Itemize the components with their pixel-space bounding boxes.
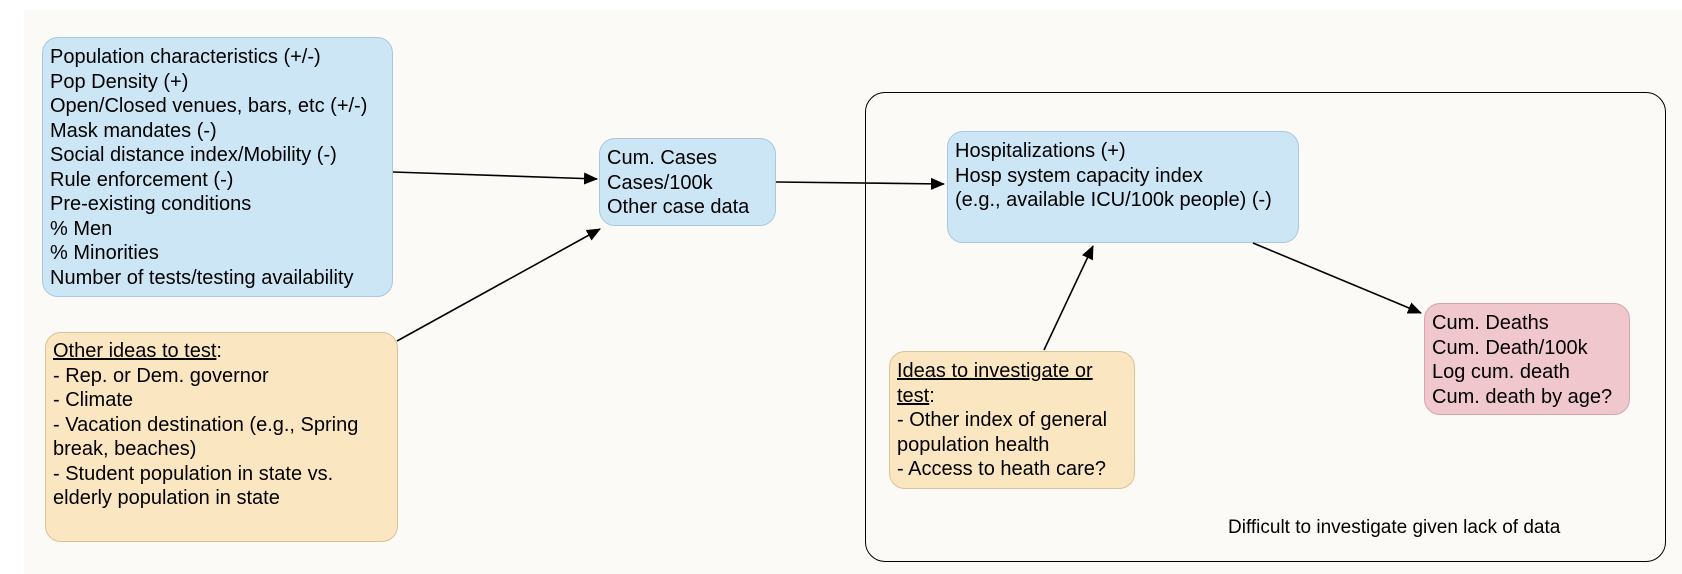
investigate-heading: test: bbox=[897, 384, 935, 407]
arrow-cases-to-hospitalizations bbox=[775, 177, 945, 190]
data-limited-region bbox=[865, 92, 1666, 562]
other-ideas-box: Other ideas to test: - Rep. or Dem. gove… bbox=[45, 332, 398, 542]
investigate-heading: Ideas to investigate or bbox=[897, 360, 1093, 382]
hosp-line: Hospitalizations (+) bbox=[955, 140, 1126, 162]
deaths-line: Cum. death by age? bbox=[1432, 385, 1613, 408]
arrow-ideas-to-cases bbox=[396, 228, 601, 342]
factor-line: % Men bbox=[50, 217, 113, 240]
factor-line: Pop Density (+) bbox=[50, 70, 189, 93]
investigate-line: - Access to heath care? bbox=[897, 458, 1107, 480]
factor-line: Rule enforcement (-) bbox=[50, 168, 234, 191]
deaths-box: Cum. Deaths Cum. Death/100k Log cum. dea… bbox=[1424, 303, 1630, 415]
idea-line: elderly population in state bbox=[53, 487, 280, 509]
factor-line: Mask mandates (-) bbox=[50, 119, 217, 142]
factor-line: Number of tests/testing availability bbox=[50, 266, 354, 289]
arrow-investigate-to-hospitalizations bbox=[1043, 245, 1094, 351]
idea-line: - Vacation destination (e.g., Spring bbox=[53, 413, 359, 436]
cases-box: Cum. Cases Cases/100k Other case data bbox=[599, 138, 776, 226]
factor-line: Population characteristics (+/-) bbox=[50, 46, 321, 68]
factor-line: Open/Closed venues, bars, etc (+/-) bbox=[50, 95, 368, 117]
cases-line: Cases/100k bbox=[607, 171, 713, 194]
cases-line: Cum. Cases bbox=[607, 147, 718, 169]
factor-line: % Minorities bbox=[50, 242, 159, 264]
deaths-line: Cum. Death/100k bbox=[1432, 336, 1588, 359]
factor-line: Pre-existing conditions bbox=[50, 193, 252, 215]
arrow-hospitalizations-to-deaths bbox=[1252, 242, 1422, 314]
data-limited-note: Difficult to investigate given lack of d… bbox=[1228, 517, 1561, 538]
factors-box: Population characteristics (+/-) Pop Den… bbox=[42, 37, 393, 297]
investigate-line: - Other index of general bbox=[897, 409, 1108, 431]
deaths-line: Log cum. death bbox=[1432, 361, 1570, 383]
idea-line: - Climate bbox=[53, 389, 134, 411]
deaths-line: Cum. Deaths bbox=[1432, 312, 1549, 334]
hosp-line: Hosp system capacity index bbox=[955, 164, 1203, 187]
other-ideas-heading: Other ideas to test: bbox=[53, 340, 222, 362]
arrow-factors-to-cases bbox=[392, 171, 598, 185]
investigate-line: population health bbox=[897, 433, 1050, 456]
idea-line: break, beaches) bbox=[53, 438, 197, 460]
hospitalizations-box: Hospitalizations (+) Hosp system capacit… bbox=[947, 131, 1299, 243]
idea-line: - Rep. or Dem. governor bbox=[53, 364, 269, 387]
factor-line: Social distance index/Mobility (-) bbox=[50, 144, 337, 166]
idea-line: - Student population in state vs. bbox=[53, 462, 334, 485]
hosp-line: (e.g., available ICU/100k people) (-) bbox=[955, 189, 1272, 211]
investigate-ideas-box: Ideas to investigate or test: - Other in… bbox=[889, 351, 1135, 489]
cases-line: Other case data bbox=[607, 196, 750, 218]
